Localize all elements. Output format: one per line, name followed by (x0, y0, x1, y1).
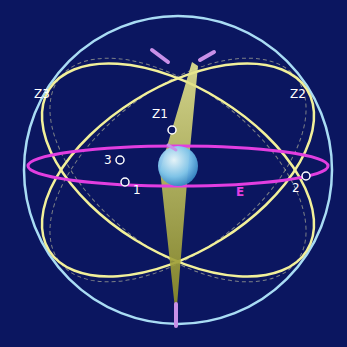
antenna (152, 50, 168, 62)
plane-label: Z2 (290, 88, 306, 100)
plane-label: Z1 (152, 108, 168, 120)
satellite-dot (302, 172, 310, 180)
satellite-dot (116, 156, 124, 164)
earth (158, 146, 198, 186)
satellite-dot (121, 178, 129, 186)
antenna (174, 304, 178, 326)
callout-number: 3 (104, 154, 112, 166)
orbit-plane (6, 20, 347, 320)
callout-number: 1 (133, 184, 141, 196)
equatorial-plane (28, 146, 328, 186)
antenna (200, 52, 214, 60)
plane-label: E (236, 186, 244, 198)
antenna (168, 145, 176, 150)
orbit-plane (6, 20, 347, 320)
plane-label: Z3 (34, 88, 50, 100)
beam-cone (160, 62, 198, 318)
satellite-dot (168, 126, 176, 134)
callout-number: 2 (292, 182, 300, 194)
